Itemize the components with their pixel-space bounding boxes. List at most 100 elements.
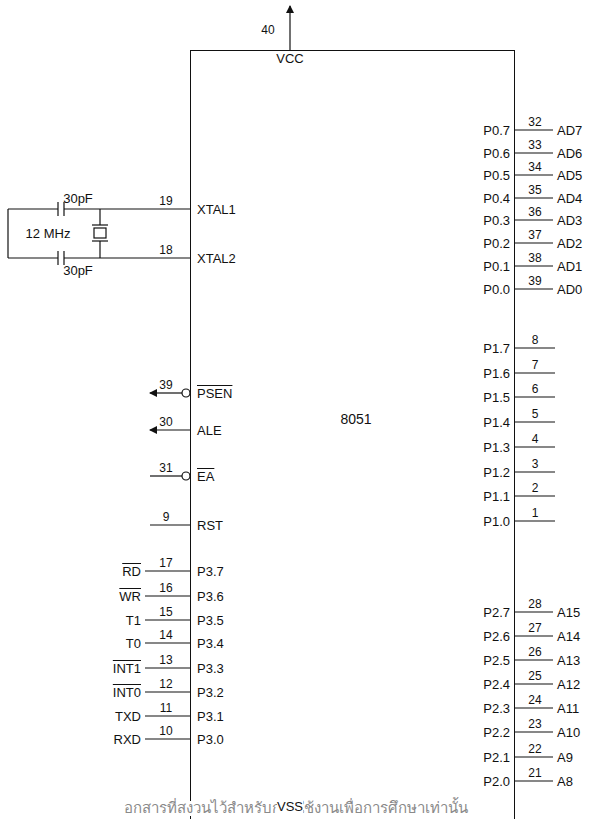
pin-name: XTAL2 — [197, 251, 236, 266]
wire — [145, 642, 190, 643]
pin-number: 25 — [528, 670, 541, 683]
pin-name: P2.3 — [483, 701, 510, 716]
wire — [92, 224, 108, 225]
wire — [515, 611, 553, 612]
pin-name: RST — [197, 518, 223, 533]
signal-name: AD1 — [557, 259, 582, 274]
wire — [145, 570, 190, 571]
pin-number: 27 — [528, 622, 541, 635]
pin-number: 13 — [159, 654, 172, 667]
pin-name: P0.3 — [483, 213, 510, 228]
wire — [64, 257, 190, 258]
pin-name: P3.6 — [197, 589, 224, 604]
wire — [515, 780, 553, 781]
pin-name: P3.4 — [197, 636, 224, 651]
signal-name: AD4 — [557, 191, 582, 206]
wire — [515, 683, 553, 684]
pin-name: P0.2 — [483, 236, 510, 251]
pin-number: 3 — [532, 458, 539, 471]
wire — [145, 667, 190, 668]
wire — [145, 738, 190, 739]
pin-name: PSEN — [197, 386, 232, 401]
signal-name: RD — [122, 564, 141, 579]
pin-number: 14 — [159, 629, 172, 642]
pin-number: 4 — [532, 433, 539, 446]
pin-number: 18 — [159, 244, 172, 257]
pin-name: ALE — [197, 423, 222, 438]
pin-number: 19 — [159, 195, 172, 208]
pin-name: P1.2 — [483, 465, 510, 480]
signal-name: WR — [119, 589, 141, 604]
pin-number: 32 — [528, 116, 541, 129]
pin-name: P2.1 — [483, 750, 510, 765]
pin-number: 23 — [528, 718, 541, 731]
wire — [57, 202, 58, 216]
capacitor-value: 30pF — [63, 191, 93, 206]
pin-name: P1.3 — [483, 440, 510, 455]
wire — [99, 209, 100, 225]
wire — [515, 219, 553, 220]
pin-number: 17 — [159, 557, 172, 570]
signal-name: RXD — [114, 732, 141, 747]
pin-name: P1.0 — [483, 514, 510, 529]
wire — [289, 6, 290, 50]
pin-name: P3.2 — [197, 685, 224, 700]
wire — [150, 524, 190, 525]
pin-number: 1 — [532, 507, 539, 520]
wire — [57, 251, 58, 265]
pin-number: 22 — [528, 743, 541, 756]
inversion-bubble — [182, 389, 190, 397]
pin-number: 31 — [159, 462, 172, 475]
wire — [515, 520, 555, 521]
signal-name: A13 — [557, 653, 580, 668]
signal-name: A14 — [557, 629, 580, 644]
pin-number: 5 — [532, 408, 539, 421]
pin-number: 10 — [159, 725, 172, 738]
wire — [515, 731, 553, 732]
wire — [145, 619, 190, 620]
wire — [515, 197, 553, 198]
pin-name: P0.0 — [483, 282, 510, 297]
pin-number: 8 — [532, 334, 539, 347]
pin-name: P1.1 — [483, 489, 510, 504]
inversion-bubble — [182, 472, 190, 480]
signal-name: AD6 — [557, 146, 582, 161]
pin-number: 39 — [159, 379, 172, 392]
signal-name: AD7 — [557, 123, 582, 138]
wire — [515, 372, 555, 373]
pin-name: P1.4 — [483, 415, 510, 430]
wire — [150, 475, 182, 476]
pin-number: 39 — [528, 275, 541, 288]
pin-name: P2.4 — [483, 677, 510, 692]
signal-name: AD2 — [557, 236, 582, 251]
pin-name: P1.6 — [483, 366, 510, 381]
pin-number: 6 — [532, 383, 539, 396]
pin-name: P3.3 — [197, 661, 224, 676]
capacitor-value: 30pF — [63, 263, 93, 278]
pin-number: 16 — [159, 582, 172, 595]
wire — [145, 691, 190, 692]
signal-name: A15 — [557, 605, 580, 620]
pin-name: P2.6 — [483, 629, 510, 644]
pin-name: P2.7 — [483, 605, 510, 620]
pin-name: P0.7 — [483, 123, 510, 138]
crystal-symbol — [94, 228, 106, 238]
signal-name: A10 — [557, 725, 580, 740]
pin-number: 21 — [528, 767, 541, 780]
wire — [515, 396, 555, 397]
wire — [515, 495, 555, 496]
signal-name: A8 — [557, 774, 573, 789]
wire — [7, 209, 8, 258]
wire — [515, 446, 555, 447]
pin-name: P2.0 — [483, 774, 510, 789]
wire — [515, 129, 553, 130]
crystal-frequency: 12 MHz — [26, 226, 71, 241]
pin-name: P0.1 — [483, 259, 510, 274]
wire — [515, 707, 553, 708]
pin-number: 11 — [160, 702, 172, 715]
signal-name: INT0 — [113, 685, 141, 700]
wire — [515, 659, 553, 660]
pin-name: EA — [197, 469, 214, 484]
pin-name: P1.7 — [483, 341, 510, 356]
signal-name: AD3 — [557, 213, 582, 228]
